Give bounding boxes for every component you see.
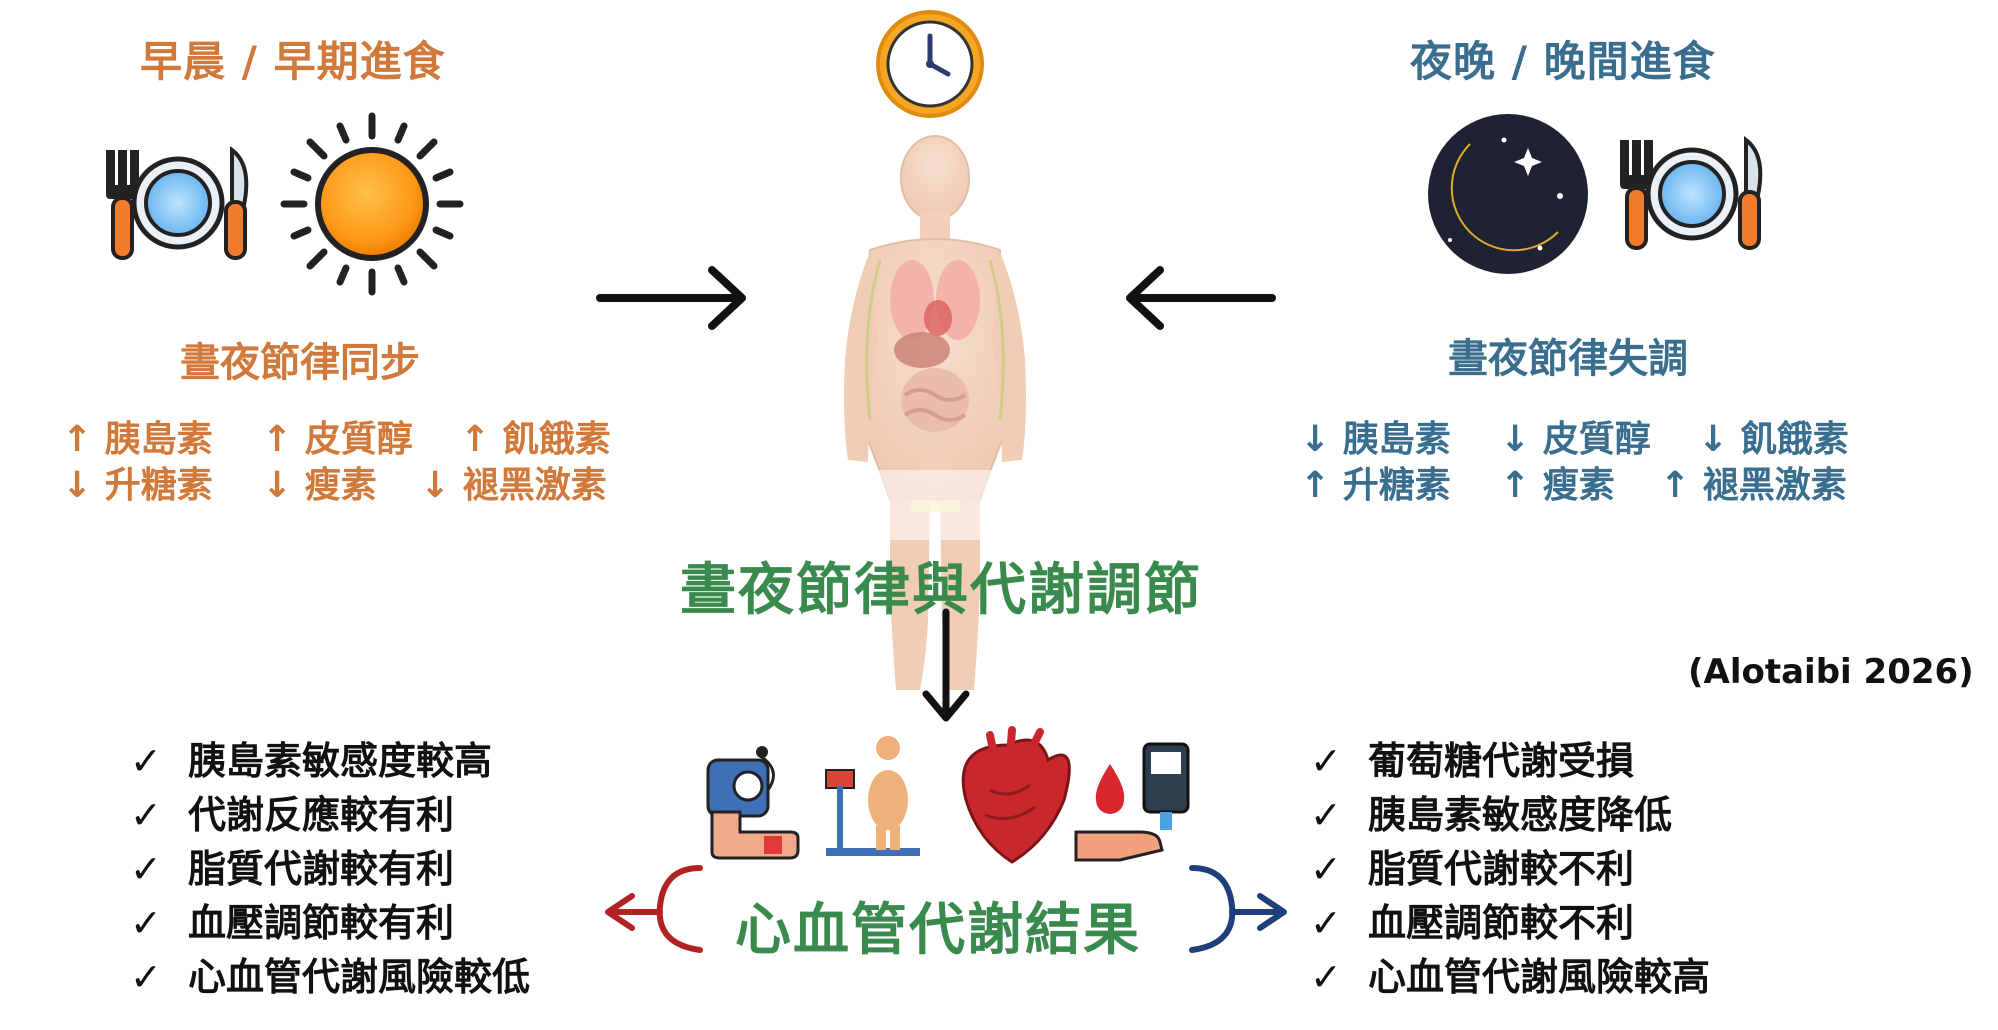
morning-outcomes-list: ✓胰島素敏感度較高 ✓代謝反應較有利 ✓脂質代謝較有利 ✓血壓調節較有利 ✓心血… <box>130 730 650 1010</box>
clock-icon <box>876 10 984 118</box>
morning-hormone-1: ↑ 胰島素 <box>62 419 213 460</box>
night-hormone-4: ↑ 升糖素 <box>1300 465 1451 506</box>
plate-cutlery-icon-right <box>1620 135 1763 250</box>
morning-hormone-3: ↑ 飢餓素 <box>460 419 611 460</box>
blood-pressure-icon <box>706 746 800 860</box>
morning-outcome-item: ✓血壓調節較有利 <box>130 901 455 945</box>
morning-outcome-item: ✓胰島素敏感度較高 <box>130 739 493 783</box>
morning-hormone-2: ↑ 皮質醇 <box>262 419 413 460</box>
morning-hormone-5: ↓ 瘦素 <box>262 465 377 506</box>
moon-icon <box>1428 114 1588 274</box>
blood-glucose-icon <box>1074 742 1190 862</box>
morning-outcome-item: ✓脂質代謝較有利 <box>130 847 455 891</box>
citation: (Alotaibi 2026) <box>1688 652 1974 692</box>
night-hormone-5: ↑ 瘦素 <box>1500 465 1615 506</box>
night-hormone-1: ↓ 胰島素 <box>1300 419 1451 460</box>
night-outcome-item: ✓葡萄糖代謝受損 <box>1310 739 1635 783</box>
morning-status: 晝夜節律同步 <box>180 340 420 386</box>
plate-cutlery-icon-left <box>106 145 249 260</box>
right-outcome-arrow <box>1189 865 1287 953</box>
circadian-metabolic-title: 晝夜節律與代謝調節 <box>680 558 1202 623</box>
sun-icon <box>280 112 464 296</box>
human-body-icon <box>844 135 1026 690</box>
morning-outcome-item: ✓心血管代謝風險較低 <box>130 955 531 999</box>
night-outcome-item: ✓血壓調節較不利 <box>1310 901 1635 945</box>
morning-outcome-item: ✓代謝反應較有利 <box>130 793 455 837</box>
weight-scale-icon <box>825 736 920 856</box>
left-outcome-arrow <box>605 865 703 953</box>
night-outcome-item: ✓心血管代謝風險較高 <box>1310 955 1711 999</box>
morning-title: 早晨 / 早期進食 <box>140 37 446 86</box>
night-title: 夜晚 / 晚間進食 <box>1410 37 1716 86</box>
night-outcomes-list: ✓葡萄糖代謝受損 ✓胰島素敏感度降低 ✓脂質代謝較不利 ✓血壓調節較不利 ✓心血… <box>1310 730 1870 1010</box>
night-hormone-2: ↓ 皮質醇 <box>1500 419 1651 460</box>
arrow-down-to-outcomes <box>922 608 970 722</box>
night-status: 晝夜節律失調 <box>1448 336 1688 382</box>
night-hormone-3: ↓ 飢餓素 <box>1698 419 1849 460</box>
heart-icon <box>961 726 1071 864</box>
cardiometabolic-outcome-title: 心血管代謝結果 <box>735 898 1141 963</box>
night-outcome-item: ✓脂質代謝較不利 <box>1310 847 1635 891</box>
night-hormone-6: ↑ 褪黑激素 <box>1660 465 1847 506</box>
morning-hormone-6: ↓ 褪黑激素 <box>420 465 607 506</box>
morning-hormone-4: ↓ 升糖素 <box>62 465 213 506</box>
night-outcome-item: ✓胰島素敏感度降低 <box>1310 793 1673 837</box>
arrow-night-to-body <box>1126 266 1276 330</box>
arrow-morning-to-body <box>596 266 746 330</box>
